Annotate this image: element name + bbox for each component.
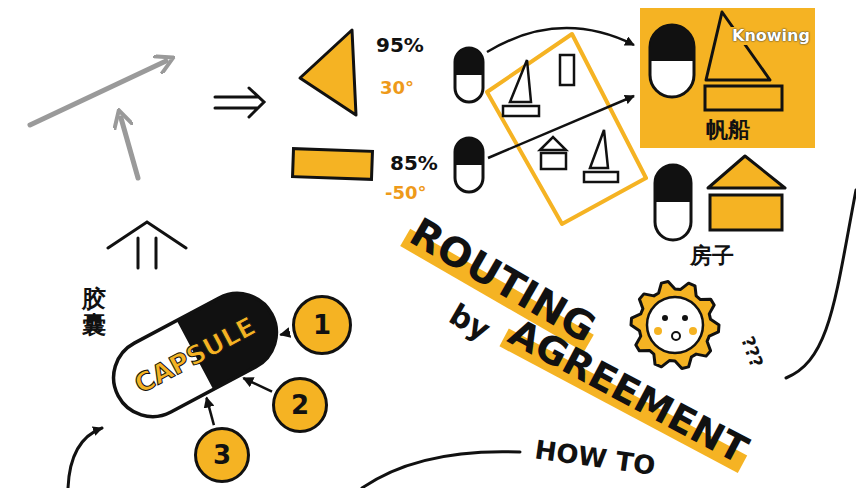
watermark: Knowing [730, 27, 812, 45]
house-sketch [540, 137, 566, 150]
implies-symbol [215, 88, 264, 117]
up-arrow-symbol [108, 222, 186, 268]
capsule-icon [650, 25, 694, 61]
face [647, 297, 703, 353]
sailboat-sketch [584, 172, 618, 182]
title-word: ROUTING [403, 210, 603, 351]
capsule-icon [455, 48, 483, 75]
group-outline [487, 34, 646, 224]
routing-arrow [487, 28, 634, 52]
face-cheek [654, 327, 662, 335]
capsule-icon [455, 138, 483, 192]
capsule-body [110, 290, 280, 420]
question-marks: ??? [737, 334, 766, 370]
capsule-icon [650, 25, 694, 97]
sail-shape [706, 12, 770, 80]
percentage: 95% [376, 34, 424, 56]
face-eye [662, 315, 668, 321]
vector-arrow [121, 118, 138, 178]
capsule-icon [455, 138, 483, 165]
angle: 30° [380, 78, 414, 98]
callout-circle: 3 [194, 427, 250, 483]
callout-number: 2 [291, 391, 309, 420]
hull-shape [705, 86, 782, 110]
subtitle: HOW TO [533, 435, 657, 480]
triangle-shape [300, 30, 356, 115]
decor-curve [362, 452, 520, 488]
house-roof [708, 156, 785, 188]
flow-arrow [243, 378, 272, 392]
house-sketch [541, 153, 566, 169]
capsule-border [110, 290, 280, 420]
angle: -50° [385, 183, 427, 203]
face-cheek [689, 327, 697, 335]
callout-number: 1 [313, 311, 331, 340]
face-mouth [672, 332, 680, 340]
capsule-icon [655, 165, 691, 240]
sailboat-sketch [503, 106, 539, 116]
vector-arrow [30, 61, 166, 125]
capsule-label: 胶囊 [82, 286, 106, 339]
callout-circle: 1 [292, 295, 352, 355]
capsule-icon [455, 48, 483, 102]
face-eye [682, 315, 688, 321]
sailboat-sketch [590, 130, 608, 168]
decor-curve [786, 190, 856, 378]
percentage: 85% [390, 152, 438, 174]
flow-arrow [280, 333, 290, 335]
gear-outline [631, 282, 719, 369]
callout-circle: 2 [272, 377, 328, 433]
panel-label: 帆船 [706, 118, 750, 142]
capsule-shape: CAPSULE [110, 290, 280, 420]
flow-arrow [206, 398, 213, 425]
gear-face [631, 282, 719, 369]
routing-arrow [488, 96, 634, 158]
capsule-icon [655, 165, 691, 202]
callout-number: 3 [213, 441, 231, 470]
house-body [710, 195, 782, 230]
sailboat-sketch [560, 55, 574, 85]
sailboat-sketch [510, 60, 531, 102]
loop-arrow [68, 428, 102, 488]
title-word: by [444, 297, 496, 346]
class-label: 房子 [690, 244, 734, 268]
rectangle-shape [293, 149, 373, 180]
